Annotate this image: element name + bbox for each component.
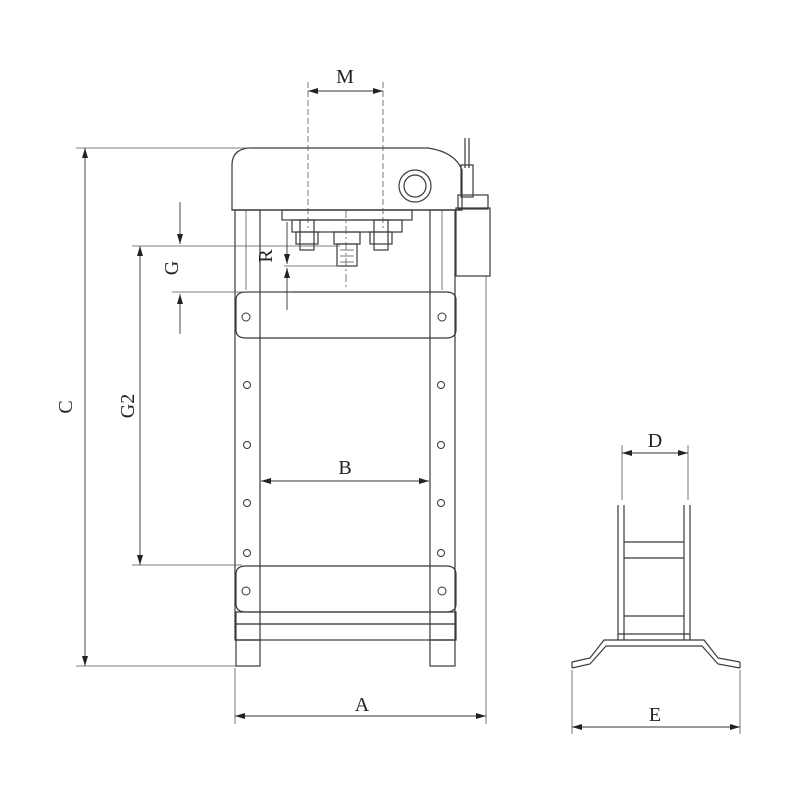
side-view [571,505,741,669]
dimension-c: C [55,147,250,667]
label-b: B [338,457,351,479]
right-column [429,209,456,641]
label-g: G [161,261,183,275]
dimension-d: D [621,430,689,500]
pump-unit [455,138,491,277]
cylinder-assembly [281,209,413,267]
label-g2: G2 [117,394,139,418]
pressure-gauge [398,169,432,203]
dimension-g2: G2 [117,246,242,566]
dimension-r: R [255,222,340,310]
front-view [231,82,491,667]
top-crown [231,147,463,211]
label-c: C [55,400,77,413]
dimension-b: B [261,457,429,484]
left-column [234,209,261,641]
label-a: A [355,694,370,716]
lower-table [235,565,457,613]
dimension-g: G [132,202,340,334]
label-r: R [255,249,277,263]
label-e: E [649,704,661,726]
column-holes [243,381,445,557]
upper-table [235,291,457,339]
dimension-m: M [308,66,383,94]
base-frame [235,611,457,667]
center-lines [307,82,384,290]
label-m: M [336,66,354,88]
dimension-a: A [234,276,487,724]
dimension-e: E [571,670,741,734]
label-d: D [648,430,662,452]
